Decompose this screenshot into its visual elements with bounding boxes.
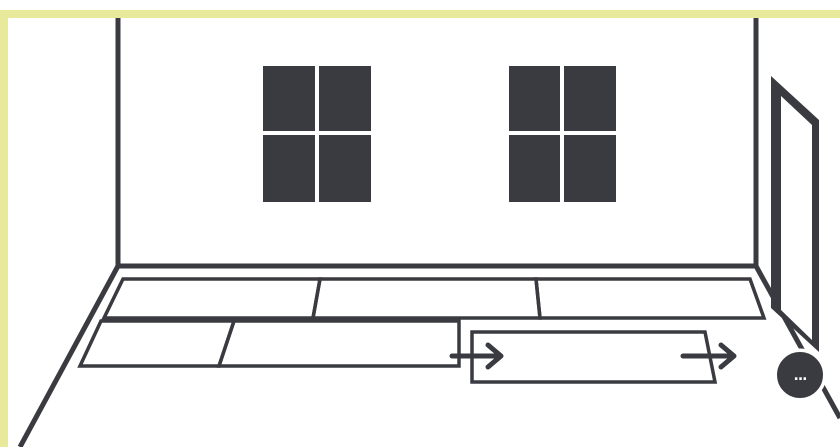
door-opening	[781, 96, 812, 340]
more-icon: ...	[794, 369, 807, 383]
door	[771, 76, 819, 352]
window-left-icon	[263, 66, 371, 202]
more-button[interactable]: ...	[774, 349, 826, 401]
window-right-icon	[509, 66, 616, 202]
